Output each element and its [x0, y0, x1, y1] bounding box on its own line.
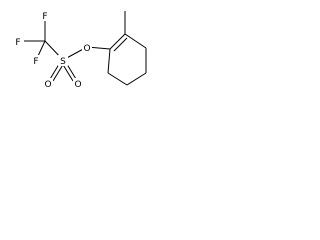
atom-sulfur: S	[60, 57, 66, 67]
atom-f-left: F	[15, 38, 20, 48]
ring-bond-c4-c5	[126, 72, 147, 86]
molecule-canvas: F F F S O O O	[0, 0, 175, 116]
atom-oxygen-lower-right: O	[74, 80, 81, 90]
structure-diagram: F F F S O O O	[13, 10, 147, 90]
atom-oxygen-lower-left: O	[44, 80, 51, 90]
ring-bond-c1-c2-b	[113, 37, 128, 52]
bond-c-f-bottom	[37, 40, 46, 57]
ring-bond-c1-c2-a	[109, 33, 126, 50]
atom-oxygen-ether: O	[83, 44, 90, 54]
atom-f-bottom: F	[33, 57, 38, 67]
ring-bond-c5-c6	[107, 72, 128, 86]
ring-bond-c6-c1	[107, 48, 111, 74]
atom-f-top: F	[42, 12, 47, 22]
atom-labels: F F F S O O O	[13, 10, 92, 90]
ring-bond-c2-c3	[124, 33, 147, 49]
